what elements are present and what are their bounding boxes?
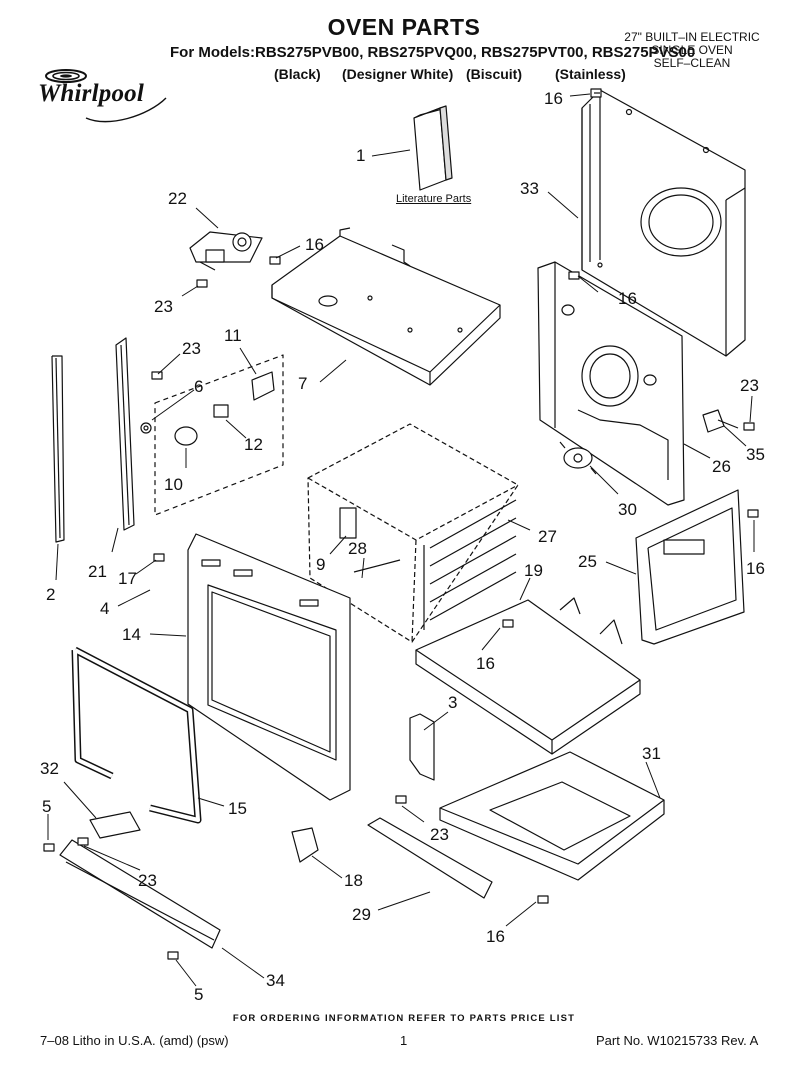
callout-16: 16 xyxy=(746,559,765,578)
part-3-bracket xyxy=(409,713,435,781)
callout-22: 22 xyxy=(168,189,187,208)
callout-23: 23 xyxy=(740,376,759,395)
callout-23: 23 xyxy=(430,825,449,844)
callout-10: 10 xyxy=(164,475,183,494)
callout-12: 12 xyxy=(244,435,263,454)
whirlpool-logo-text: Whirlpool xyxy=(38,80,144,107)
callout-16: 16 xyxy=(305,235,324,254)
part-literature-book xyxy=(413,105,453,191)
screws xyxy=(43,256,759,960)
footer-part-number: Part No. W10215733 Rev. A xyxy=(596,1033,759,1048)
callout-34: 34 xyxy=(266,971,285,990)
callout-23: 23 xyxy=(182,339,201,358)
callout-25: 25 xyxy=(578,552,597,571)
callout-16: 16 xyxy=(544,89,563,108)
color-label-biscuit: (Biscuit) xyxy=(466,66,522,82)
callout-31: 31 xyxy=(642,744,661,763)
color-label-white: (Designer White) xyxy=(342,66,454,82)
callout-11: 11 xyxy=(224,326,242,345)
callout-7: 7 xyxy=(298,374,308,393)
callout-16: 16 xyxy=(486,927,505,946)
callout-1: 1 xyxy=(356,146,366,165)
color-label-stainless: (Stainless) xyxy=(555,66,626,82)
callout-21: 21 xyxy=(88,562,107,581)
callout-3: 3 xyxy=(448,693,458,712)
color-label-black: (Black) xyxy=(274,66,321,82)
callout-26: 26 xyxy=(712,457,731,476)
part-35-door-switch xyxy=(702,409,739,433)
part-7-top-panel xyxy=(271,227,501,386)
whirlpool-swirl-logo xyxy=(45,69,167,123)
footer-page-number: 1 xyxy=(400,1033,408,1048)
callout-15: 15 xyxy=(228,799,247,818)
spec-line-2: SINGLE OVEN xyxy=(651,43,733,57)
part-16-screw-top xyxy=(590,88,602,98)
callout-9: 9 xyxy=(316,555,326,574)
part-18-small-bracket xyxy=(291,827,319,863)
callout-14: 14 xyxy=(122,625,141,644)
spec-line-1: 27" BUILT–IN ELECTRIC xyxy=(624,30,760,44)
part-33-back-panel xyxy=(581,89,746,357)
part-14-front-frame xyxy=(187,533,351,801)
part-31-bottom-frame xyxy=(439,751,665,881)
callout-4: 4 xyxy=(100,599,110,618)
callout-16: 16 xyxy=(476,654,495,673)
part-32-gasket-clip xyxy=(89,811,141,839)
part-27-oven-cavity xyxy=(307,423,519,643)
callout-23: 23 xyxy=(154,297,173,316)
part-29-toe-kick xyxy=(367,817,493,899)
part-19-bottom-panel xyxy=(415,597,641,755)
callout-16: 16 xyxy=(618,289,637,308)
callout-17: 17 xyxy=(118,569,137,588)
callout-6: 6 xyxy=(194,377,204,396)
part-2-trim-strip xyxy=(51,355,65,543)
callout-5: 5 xyxy=(42,797,52,816)
part-15-door-gasket xyxy=(71,646,202,824)
callout-23: 23 xyxy=(138,871,157,890)
ordering-note: FOR ORDERING INFORMATION REFER TO PARTS … xyxy=(232,1013,576,1024)
part-25-right-side-panel xyxy=(635,489,745,645)
callout-28: 28 xyxy=(348,539,367,558)
callout-29: 29 xyxy=(352,905,371,924)
callout-2: 2 xyxy=(46,585,56,604)
part-22-switch-bracket xyxy=(189,231,263,271)
literature-parts-label: Literature Parts xyxy=(396,193,472,205)
callout-27: 27 xyxy=(538,527,557,546)
models-line: For Models:RBS275PVB00, RBS275PVQ00, RBS… xyxy=(170,44,696,61)
spec-line-3: SELF–CLEAN xyxy=(653,56,731,70)
callout-33: 33 xyxy=(520,179,539,198)
callout-32: 32 xyxy=(40,759,59,778)
leader-lines xyxy=(47,93,755,987)
part-34-vent-trim xyxy=(59,839,221,949)
part-21-side-trim xyxy=(115,337,152,531)
part-controls-dashed-box xyxy=(154,354,284,516)
footer-litho: 7–08 Litho in U.S.A. (amd) (psw) xyxy=(40,1033,229,1048)
callout-35: 35 xyxy=(746,445,765,464)
part-30-thermal-sensor xyxy=(559,441,597,475)
callout-30: 30 xyxy=(618,500,637,519)
part-26-oven-element-panel xyxy=(537,261,685,506)
callout-5: 5 xyxy=(194,985,204,1004)
callout-19: 19 xyxy=(524,561,543,580)
page-title: OVEN PARTS xyxy=(327,14,481,40)
callout-18: 18 xyxy=(344,871,363,890)
